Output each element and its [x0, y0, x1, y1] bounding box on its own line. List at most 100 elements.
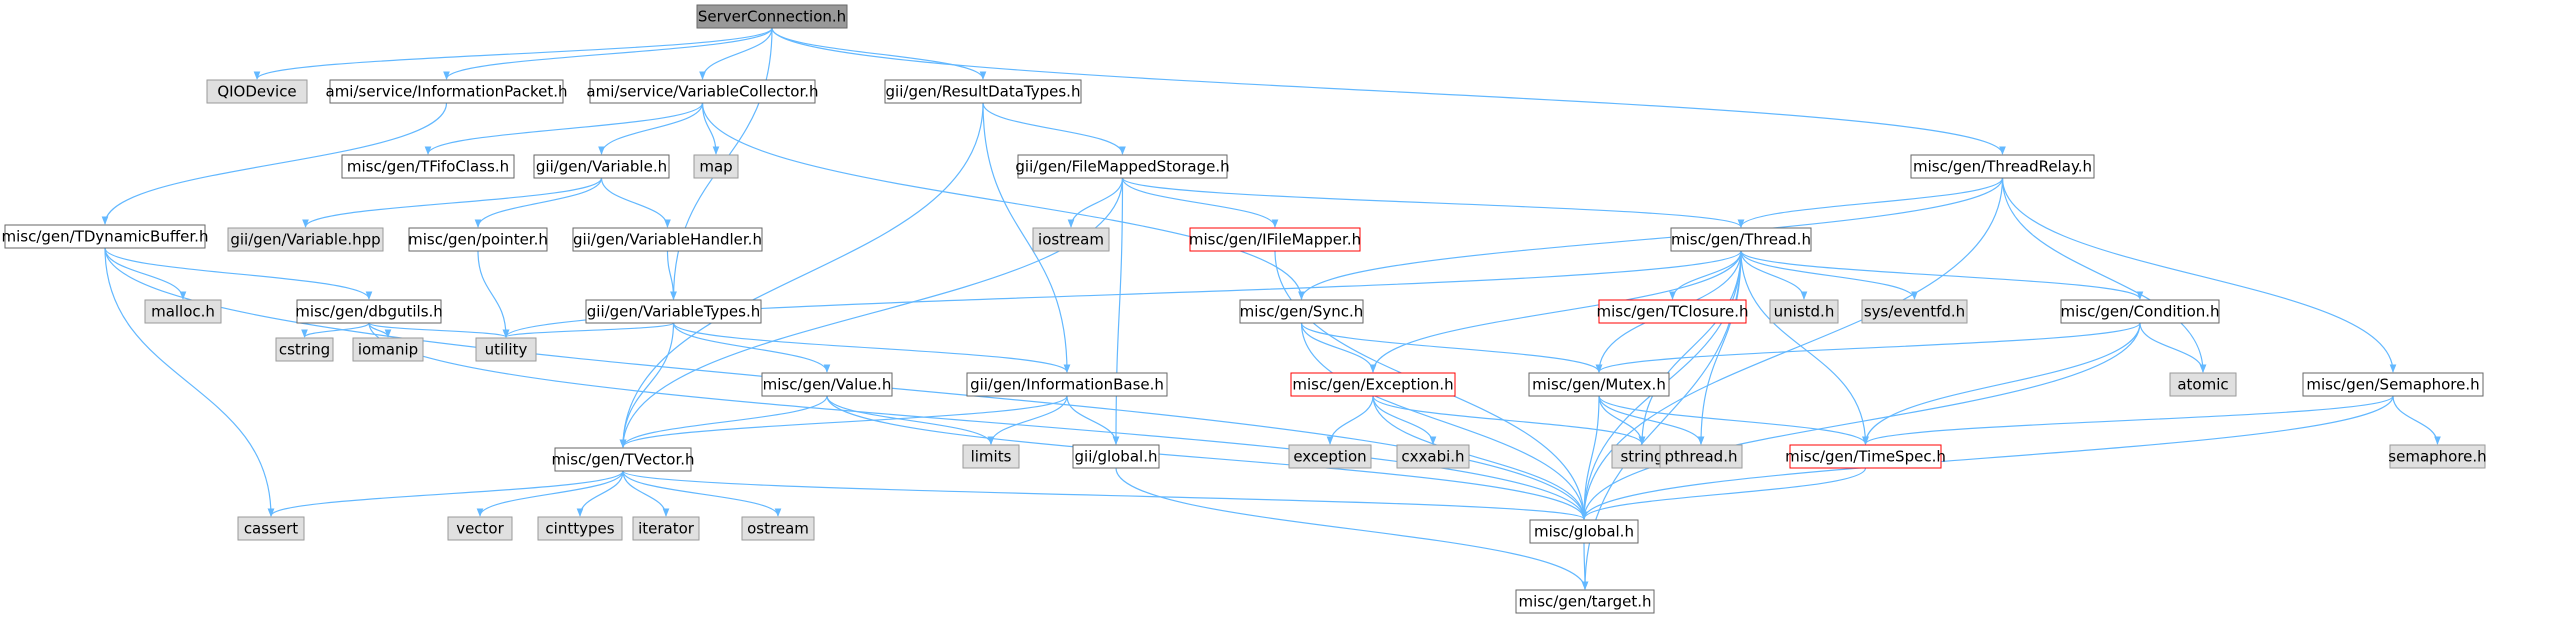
edge-thread-to-exception — [1369, 250, 1742, 373]
node-informationbase-label: gii/gen/InformationBase.h — [970, 376, 1164, 394]
edge-tvector-to-cinttypes — [576, 470, 624, 517]
node-tdynamicbuffer-box — [4, 224, 206, 249]
node-cstring: cstring — [275, 337, 334, 362]
edge-variable-to-variablehandler — [600, 177, 671, 228]
node-iostream-label: iostream — [1038, 231, 1104, 249]
edge-variablecollector-to-sync — [701, 102, 1305, 300]
node-condition-box — [2060, 299, 2220, 324]
edge-tdynamicbuffer-to-malloc — [104, 247, 187, 300]
edge-filemappedstorage-to-globalgii — [1112, 177, 1124, 445]
node-utility-box — [475, 337, 537, 362]
node-variablehandler[interactable]: gii/gen/VariableHandler.h — [572, 227, 763, 252]
edge-mutex-to-pthread — [1598, 395, 1705, 445]
node-tfifoclass-label: misc/gen/TFifoClass.h — [347, 158, 509, 176]
node-filemappedstorage[interactable]: gii/gen/FileMappedStorage.h — [1015, 154, 1230, 179]
node-variabletypes-box — [585, 299, 762, 324]
node-utility-label: utility — [485, 341, 528, 359]
node-value-label: misc/gen/Value.h — [763, 376, 892, 394]
node-pthread: pthread.h — [1659, 444, 1743, 469]
node-variablecollector-label: ami/service/VariableCollector.h — [586, 83, 818, 101]
node-serverconnection[interactable]: ServerConnection.h — [696, 4, 848, 29]
node-cstring-label: cstring — [279, 341, 330, 359]
node-condition[interactable]: misc/gen/Condition.h — [2060, 299, 2220, 324]
node-tvector-box — [554, 447, 692, 472]
node-informationpacket[interactable]: ami/service/InformationPacket.h — [326, 79, 568, 104]
node-tclosure-label: misc/gen/TClosure.h — [1597, 303, 1749, 321]
edge-mutex-to-miscglobal — [1580, 395, 1600, 520]
node-variabletypes-label: gii/gen/VariableTypes.h — [587, 303, 761, 321]
node-variablehpp-box — [227, 227, 384, 252]
node-thread[interactable]: misc/gen/Thread.h — [1670, 227, 1812, 252]
node-variablehandler-label: gii/gen/VariableHandler.h — [573, 231, 762, 249]
node-ifilemapper[interactable]: misc/gen/IFileMapper.h — [1189, 227, 1361, 252]
node-atomic-box — [2169, 372, 2237, 397]
node-globalgii-box — [1072, 444, 1160, 469]
node-cxxabi-box — [1396, 444, 1470, 469]
edge-timespec-to-miscglobal — [1580, 467, 1867, 520]
edge-resultdatatypes-to-tvector — [619, 102, 984, 448]
node-qiodevice-label: QIODevice — [217, 83, 296, 101]
node-variabletypes[interactable]: gii/gen/VariableTypes.h — [585, 299, 762, 324]
node-unistd: unistd.h — [1769, 299, 1839, 324]
edge-resultdatatypes-to-informationbase — [982, 102, 1071, 373]
node-informationbase[interactable]: gii/gen/InformationBase.h — [966, 372, 1168, 397]
node-tfifoclass[interactable]: misc/gen/TFifoClass.h — [341, 154, 515, 179]
node-variablecollector[interactable]: ami/service/VariableCollector.h — [586, 79, 819, 104]
node-iomanip-label: iomanip — [358, 341, 418, 359]
node-iterator-label: iterator — [638, 520, 695, 538]
node-tdynamicbuffer[interactable]: misc/gen/TDynamicBuffer.h — [2, 224, 209, 249]
node-semaphore[interactable]: misc/gen/Semaphore.h — [2302, 372, 2484, 397]
node-mutex[interactable]: misc/gen/Mutex.h — [1528, 372, 1670, 397]
node-globalgii[interactable]: gii/global.h — [1072, 444, 1160, 469]
node-target[interactable]: misc/gen/target.h — [1515, 589, 1655, 614]
node-thread-label: misc/gen/Thread.h — [1671, 231, 1811, 249]
node-serverconnection-label: ServerConnection.h — [698, 8, 846, 26]
node-variable-box — [533, 154, 670, 179]
node-exception[interactable]: misc/gen/Exception.h — [1290, 372, 1456, 397]
node-informationpacket-label: ami/service/InformationPacket.h — [326, 83, 568, 101]
edge-semaphore-to-timespec — [1862, 395, 2394, 445]
node-tclosure-box — [1598, 299, 1747, 324]
node-tclosure[interactable]: misc/gen/TClosure.h — [1597, 299, 1749, 324]
node-variable[interactable]: gii/gen/Variable.h — [533, 154, 670, 179]
node-miscglobal[interactable]: misc/global.h — [1529, 519, 1639, 544]
node-informationbase-box — [966, 372, 1168, 397]
edge-value-to-miscglobal — [826, 395, 1588, 520]
edge-dbgutils-to-cstring — [301, 322, 370, 338]
node-limits-box — [962, 444, 1020, 469]
node-malloc-label: malloc.h — [151, 303, 215, 321]
node-tvector[interactable]: misc/gen/TVector.h — [551, 447, 695, 472]
node-value[interactable]: misc/gen/Value.h — [761, 372, 893, 397]
edge-tvector-to-vector — [476, 470, 624, 517]
node-sync[interactable]: misc/gen/Sync.h — [1239, 299, 1364, 324]
node-timespec[interactable]: misc/gen/TimeSpec.h — [1785, 444, 1946, 469]
node-cassert-label: cassert — [244, 520, 298, 538]
edge-variable-to-pointer — [474, 177, 603, 228]
node-pointer[interactable]: misc/gen/pointer.h — [408, 227, 548, 252]
node-resultdatatypes-label: gii/gen/ResultDataTypes.h — [886, 83, 1081, 101]
node-variablehandler-box — [572, 227, 763, 252]
edge-thread-to-eventfd — [1740, 250, 1918, 300]
edge-condition-to-mutex — [1595, 322, 2141, 373]
node-exceptionstd-box — [1288, 444, 1372, 469]
node-mutex-label: misc/gen/Mutex.h — [1532, 376, 1666, 394]
edge-value-to-tvector — [619, 395, 828, 448]
edge-dbgutils-to-miscglobal — [368, 322, 1588, 520]
node-cxxabi: cxxabi.h — [1396, 444, 1470, 469]
node-pthread-label: pthread.h — [1665, 448, 1738, 466]
node-semaphore-box — [2302, 372, 2484, 397]
edge-thread-to-condition — [1740, 250, 2144, 300]
edge-filemappedstorage-to-thread — [1121, 177, 1745, 228]
node-threadrelay-label: misc/gen/ThreadRelay.h — [1913, 158, 2092, 176]
node-semaphoreh-label: semaphore.h — [2388, 448, 2486, 466]
node-ostream-box — [741, 516, 815, 541]
node-resultdatatypes[interactable]: gii/gen/ResultDataTypes.h — [884, 79, 1082, 104]
node-dbgutils[interactable]: misc/gen/dbgutils.h — [295, 299, 443, 324]
node-threadrelay[interactable]: misc/gen/ThreadRelay.h — [1910, 154, 2095, 179]
edge-tvector-to-ostream — [622, 470, 782, 517]
edge-serverconnection-to-variablecollector — [699, 27, 773, 80]
edge-variabletypes-to-value — [672, 322, 831, 373]
node-exception-box — [1290, 372, 1456, 397]
node-utility: utility — [475, 337, 537, 362]
